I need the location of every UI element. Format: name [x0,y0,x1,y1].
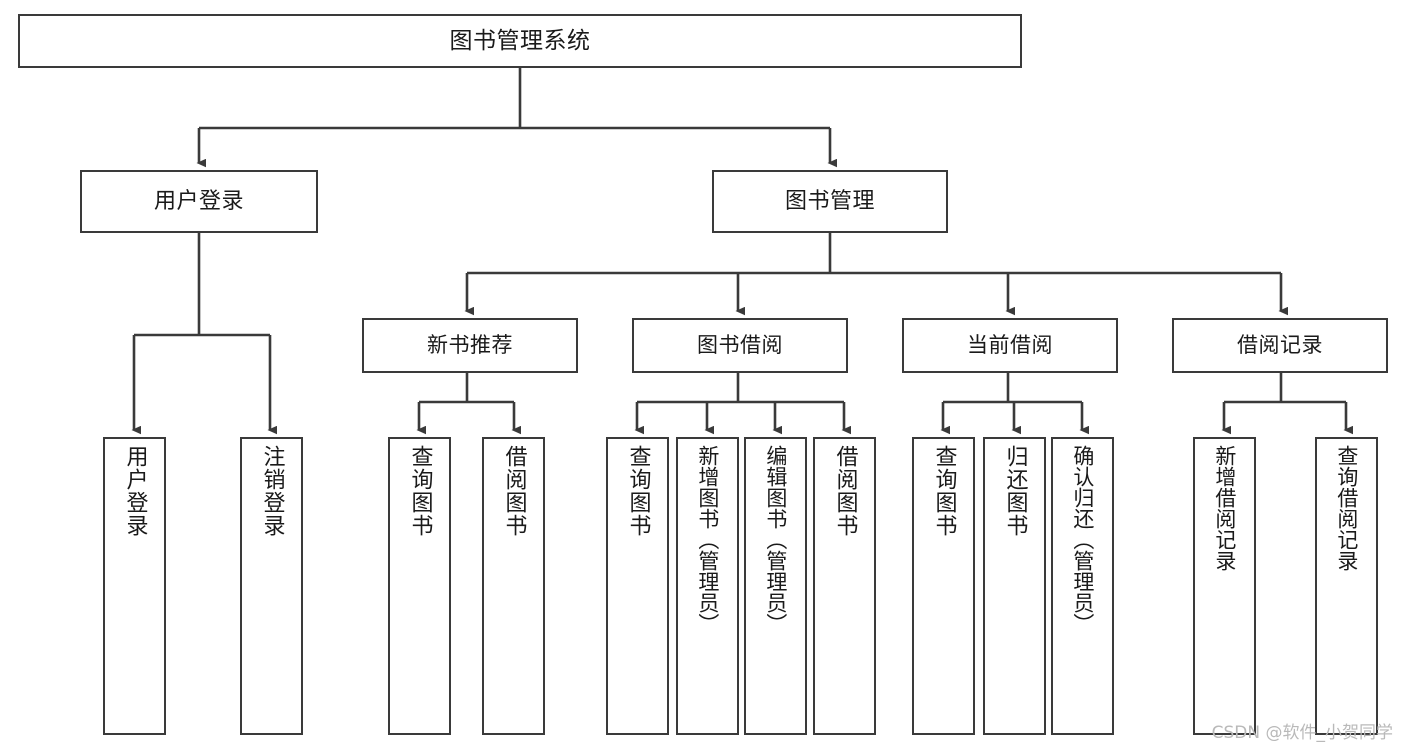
node-label: 归还图书 [1002,445,1028,537]
node-label: 当前借阅 [967,333,1053,358]
node-label: 查询图书 [407,445,433,537]
node-leaf-edit-book-admin[interactable]: 编辑图书（管理员） [744,437,807,735]
node-book-borrow[interactable]: 图书借阅 [632,318,848,373]
edge-current-borrow-to-leaves [940,373,1089,435]
node-leaf-borrow-book-recommend[interactable]: 借阅图书 [482,437,545,735]
edge-book-manage-to-level3 [464,233,1288,316]
node-label: 新书推荐 [427,333,513,358]
node-label: 查询借阅记录 [1334,445,1359,571]
edge-borrow-record-to-leaves [1221,373,1353,435]
node-label: 注销登录 [259,445,285,537]
node-label: 新增图书（管理员） [695,445,720,634]
node-new-book-recommend[interactable]: 新书推荐 [362,318,578,373]
watermark-text: CSDN @软件_小贺同学 [1211,723,1393,743]
node-label: 查询图书 [931,445,957,537]
edge-root-to-level2 [196,68,837,168]
node-leaf-confirm-return-admin[interactable]: 确认归还（管理员） [1051,437,1114,735]
node-label: 图书管理 [784,188,875,214]
node-label: 编辑图书（管理员） [763,445,788,634]
node-leaf-query-borrow-record[interactable]: 查询借阅记录 [1315,437,1378,735]
node-label: 用户登录 [153,188,244,214]
node-leaf-query-book-recommend[interactable]: 查询图书 [388,437,451,735]
node-root-system[interactable]: 图书管理系统 [18,14,1022,68]
node-leaf-logout[interactable]: 注销登录 [240,437,303,735]
node-user-login[interactable]: 用户登录 [80,170,318,233]
node-label: 图书管理系统 [449,27,591,54]
edge-book-borrow-to-leaves [634,373,851,435]
node-label: 用户登录 [122,445,148,537]
node-label: 新增借阅记录 [1212,445,1237,571]
node-current-borrow[interactable]: 当前借阅 [902,318,1118,373]
edge-new-book-recommend-to-leaves [416,373,521,435]
node-leaf-user-login[interactable]: 用户登录 [103,437,166,735]
node-leaf-return-book[interactable]: 归还图书 [983,437,1046,735]
node-leaf-query-book-current[interactable]: 查询图书 [912,437,975,735]
node-book-management[interactable]: 图书管理 [712,170,948,233]
node-label: 借阅图书 [832,445,858,537]
node-label: 图书借阅 [697,333,783,358]
node-leaf-add-book-admin[interactable]: 新增图书（管理员） [676,437,739,735]
node-label: 查询图书 [625,445,651,537]
node-label: 确认归还（管理员） [1070,445,1095,634]
node-leaf-query-book[interactable]: 查询图书 [606,437,669,735]
edge-user-login-to-leaves [131,233,277,435]
node-label: 借阅记录 [1237,333,1323,358]
node-borrow-record[interactable]: 借阅记录 [1172,318,1388,373]
node-leaf-add-borrow-record[interactable]: 新增借阅记录 [1193,437,1256,735]
node-leaf-borrow-book[interactable]: 借阅图书 [813,437,876,735]
node-label: 借阅图书 [501,445,527,537]
